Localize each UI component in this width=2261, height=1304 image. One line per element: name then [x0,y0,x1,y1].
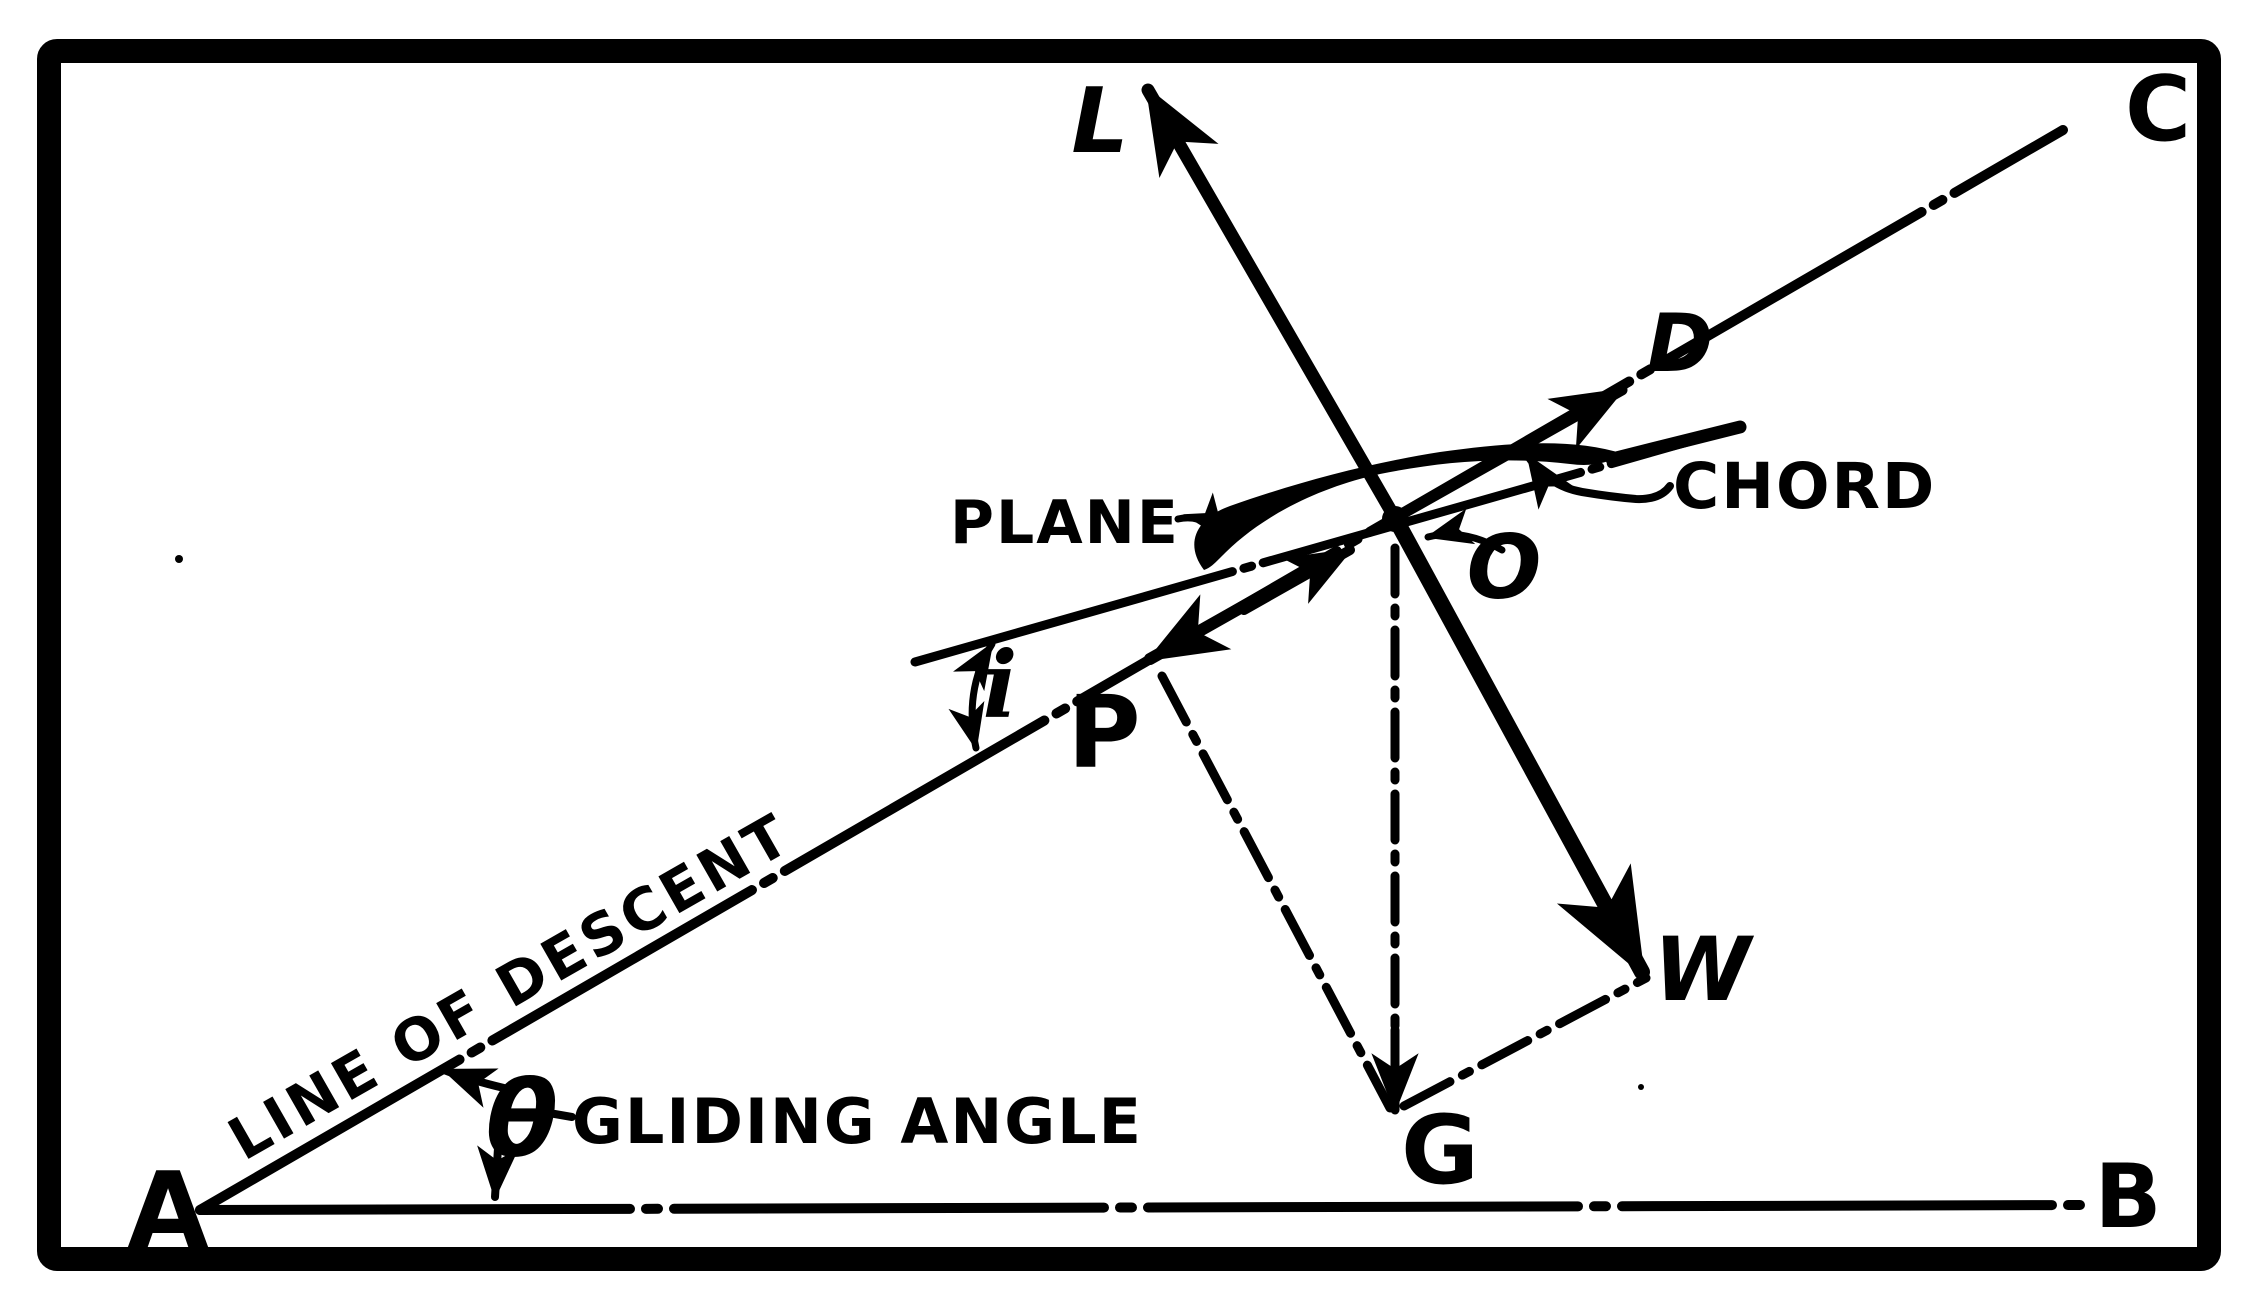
parallelogram-side-gw [1399,973,1651,1111]
ground-point-b-label: B [2094,1145,2161,1248]
lift-arrow [1141,83,1402,525]
incidence-angle-label: i [983,631,1018,739]
drag-label: D [1647,297,1713,390]
origin-label: O [1467,516,1542,619]
parallelogram-side-pg [1157,671,1395,1113]
chord-label-leader [1524,452,1674,510]
gliding-angle-lower-arrow [477,1144,520,1201]
gravity-label: G [1401,1096,1479,1206]
ink-speck [1638,1084,1644,1090]
line-of-descent [195,125,2068,1215]
theta-label-connector [545,1109,576,1121]
descent-point-c-label: C [2125,57,2191,162]
propelling-force-arrow [1144,557,1326,665]
airfoil-silhouette [1194,443,1624,570]
plane-label-leader [1174,492,1228,543]
propelling-force-label: P [1067,674,1140,791]
drag-arrow [1389,384,1628,524]
weight-component-arrow [1387,510,1650,980]
chord-label: CHORD [1673,450,1936,523]
ground-line [195,1200,2091,1215]
gliding-angle-upper-arrow [440,1066,508,1108]
figure-border [37,39,2221,1271]
gliding-angle-label: GLIDING ANGLE [572,1085,1143,1158]
ground-point-a-label: A [127,1150,208,1272]
lift-label: L [1071,69,1128,174]
incidence-angle-dimension-arrow [948,640,996,752]
plane-label: PLANE [950,488,1180,558]
weight-label: W [1653,918,1754,1021]
chord-line-end [1605,420,1747,466]
ink-speck [175,555,183,563]
origin-label-leader [1424,508,1506,554]
gliding-angle-symbol: θ [486,1059,558,1181]
chord-line [910,422,1745,667]
